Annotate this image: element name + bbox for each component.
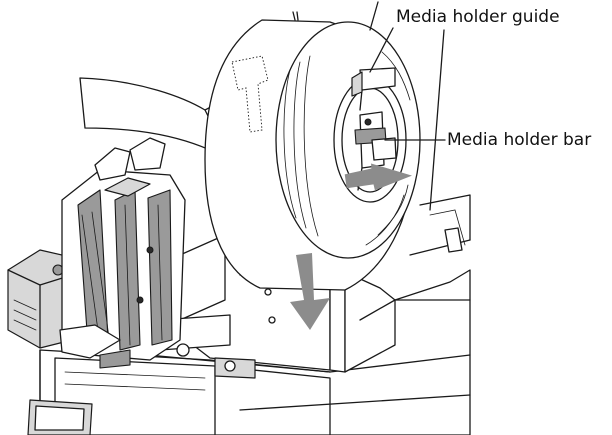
top-leader-line xyxy=(369,1,379,31)
down-arrow-icon xyxy=(290,253,330,330)
right-leader-line xyxy=(429,29,445,211)
media-holder-bar-label: Media holder bar xyxy=(447,130,592,150)
guide-leader-line xyxy=(369,27,394,73)
left-arrow-icon xyxy=(344,163,412,191)
media-holder-guide xyxy=(351,67,396,111)
media-holder-guide-label: Media holder guide xyxy=(396,7,560,27)
media-holder-bar xyxy=(354,111,397,191)
print-head-assembly xyxy=(7,137,186,369)
printer-base xyxy=(27,299,471,435)
